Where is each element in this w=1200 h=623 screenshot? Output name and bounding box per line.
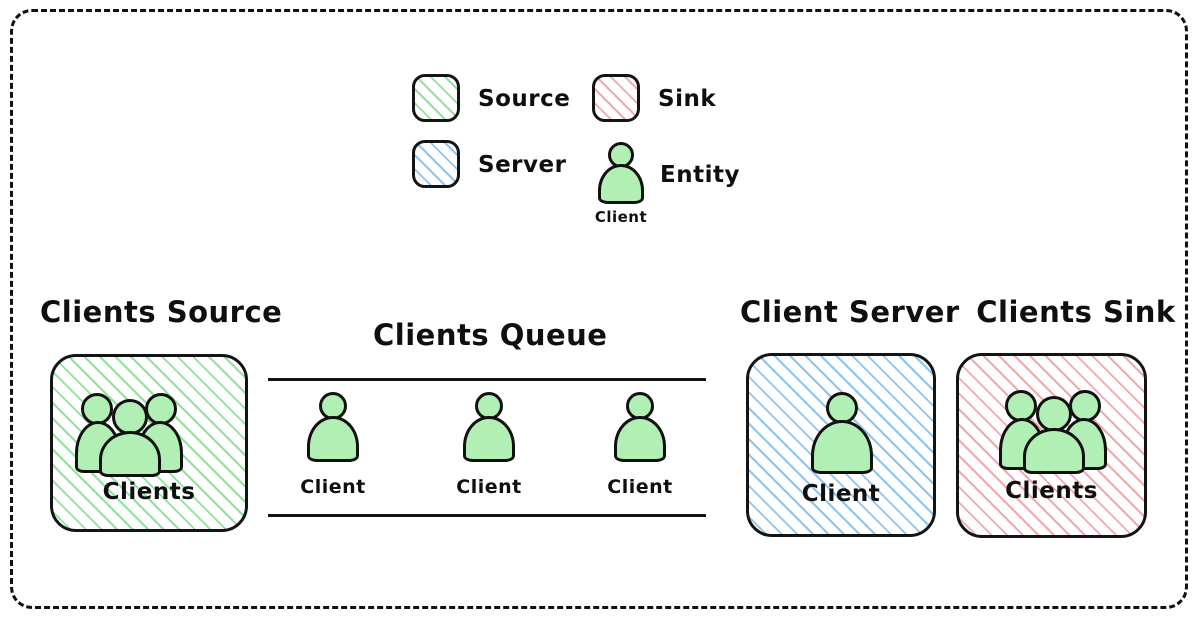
person-body xyxy=(598,164,644,204)
dashed-outer-frame xyxy=(10,9,1188,609)
person-head xyxy=(826,392,858,424)
node-title-client-server: Client Server xyxy=(740,295,960,329)
legend-label-server: Server xyxy=(478,152,567,178)
person-icon xyxy=(463,392,515,462)
person-icon xyxy=(307,392,359,462)
person-body xyxy=(307,416,359,462)
person-head xyxy=(1036,396,1072,432)
person-body xyxy=(614,416,666,462)
person-body xyxy=(811,420,873,474)
person-head xyxy=(1069,390,1101,422)
people-group-icon xyxy=(75,387,185,477)
node-caption-clients: Clients xyxy=(1005,478,1098,504)
person-head xyxy=(112,399,148,435)
node-caption-client: Client xyxy=(801,481,881,507)
queue-entity-caption: Client xyxy=(300,476,366,498)
legend-swatch-server xyxy=(412,140,460,188)
legend-label-sink: Sink xyxy=(658,86,717,112)
node-clients-source: Clients xyxy=(50,354,248,532)
node-title-clients-sink: Clients Sink xyxy=(976,295,1176,329)
node-title-clients-queue: Clients Queue xyxy=(373,318,608,352)
legend-label-source: Source xyxy=(478,86,571,112)
queue-rail-bottom xyxy=(268,514,706,517)
legend-swatch-source xyxy=(412,74,460,122)
person-body xyxy=(463,416,515,462)
person-icon xyxy=(614,392,666,462)
person-head xyxy=(81,393,113,425)
legend: Source Sink Server Client Entity xyxy=(412,66,752,236)
person-head xyxy=(319,392,347,420)
node-clients-sink: Clients xyxy=(956,353,1147,538)
legend-sublabel-client: Client xyxy=(594,208,648,226)
node-title-clients-source: Clients Source xyxy=(40,295,283,329)
person-body xyxy=(99,431,161,477)
legend-label-entity: Entity xyxy=(660,162,740,188)
queue-rail-top xyxy=(268,378,706,381)
node-caption-clients: Clients xyxy=(102,479,196,505)
person-icon xyxy=(811,392,873,474)
people-group-icon xyxy=(999,384,1109,474)
queue-entity-caption: Client xyxy=(607,476,673,498)
node-client-server: Client xyxy=(746,353,936,537)
person-body xyxy=(1023,428,1085,474)
queue-entity-caption: Client xyxy=(456,476,522,498)
legend-swatch-sink xyxy=(592,74,640,122)
legend-person-icon xyxy=(598,142,644,204)
